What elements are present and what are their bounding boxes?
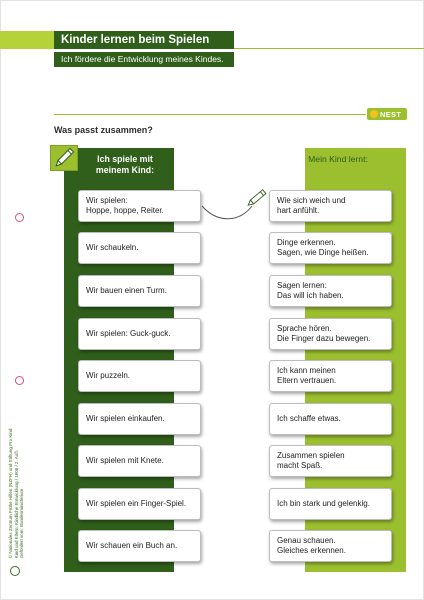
activity-text: Wir spielen ein Finger-Spiel.	[86, 499, 187, 508]
learning-card-6[interactable]: Ich schaffe etwas.	[269, 403, 392, 435]
title-rule	[234, 48, 424, 49]
learning-card-3[interactable]: Sagen lernen: Das will ich haben.	[269, 275, 392, 307]
activity-card-4[interactable]: Wir spielen: Guck-guck.	[78, 318, 201, 350]
side-badge-icon	[10, 566, 20, 576]
nest-logo: NEST	[367, 108, 407, 120]
activity-text: Wir schaukeln.	[86, 243, 139, 252]
learning-text: Zusammen spielen macht Spaß.	[277, 451, 345, 470]
learning-text: Ich schaffe etwas.	[277, 414, 341, 423]
learning-card-4[interactable]: Sprache hören. Die Finger dazu bewegen.	[269, 318, 392, 350]
learning-text: Sprache hören. Die Finger dazu bewegen.	[277, 324, 371, 343]
learning-text: Genau schauen. Gleiches erkennen.	[277, 536, 346, 555]
activity-text: Wir spielen: Hoppe, hoppe, Reiter.	[86, 196, 164, 215]
binder-hole-top	[15, 213, 24, 222]
right-column-heading: Mein Kind lernt:	[308, 154, 368, 164]
learning-text: Sagen lernen: Das will ich haben.	[277, 281, 344, 300]
activity-card-9[interactable]: Wir schauen ein Buch an.	[78, 530, 201, 562]
page-subtitle: Ich fördere die Entwicklung meines Kinde…	[54, 52, 234, 67]
learning-text: Wie sich weich und hart anfühlt.	[277, 196, 346, 215]
activity-text: Wir spielen einkaufen.	[86, 414, 165, 423]
learning-card-1[interactable]: Wie sich weich und hart anfühlt.	[269, 190, 392, 222]
learning-card-5[interactable]: Ich kann meinen Eltern vertrauen.	[269, 360, 392, 392]
activity-text: Wir spielen mit Knete.	[86, 456, 164, 465]
activity-card-8[interactable]: Wir spielen ein Finger-Spiel.	[78, 488, 201, 520]
activity-text: Wir puzzeln.	[86, 371, 131, 380]
learning-card-2[interactable]: Dinge erkennen. Sagen, wie Dinge heißen.	[269, 232, 392, 264]
pencil-icon	[55, 147, 75, 167]
learning-text: Ich bin stark und gelenkig.	[277, 499, 370, 508]
activity-card-3[interactable]: Wir bauen einen Turm.	[78, 275, 201, 307]
activity-card-7[interactable]: Wir spielen mit Knete.	[78, 445, 201, 477]
binder-hole-bottom	[15, 376, 24, 385]
exercise-question: Was passt zusammen?	[54, 125, 153, 135]
title-accent-bar	[0, 31, 54, 49]
page-title: Kinder lernen beim Spielen	[54, 31, 234, 49]
activity-text: Wir schauen ein Buch an.	[86, 541, 178, 550]
activity-card-6[interactable]: Wir spielen einkaufen.	[78, 403, 201, 435]
left-column-heading-text: Ich spiele mit meinem Kind:	[95, 154, 155, 175]
learning-card-9[interactable]: Genau schauen. Gleiches erkennen.	[269, 530, 392, 562]
left-column-heading: Ich spiele mit meinem Kind:	[64, 148, 174, 182]
learning-card-7[interactable]: Zusammen spielen macht Spaß.	[269, 445, 392, 477]
activity-text: Wir spielen: Guck-guck.	[86, 329, 171, 338]
pencil-icon-box	[50, 145, 78, 171]
activity-card-2[interactable]: Wir schaukeln.	[78, 232, 201, 264]
nest-logo-text: NEST	[380, 109, 402, 119]
learning-text: Dinge erkennen. Sagen, wie Dinge heißen.	[277, 238, 369, 257]
activity-text: Wir bauen einen Turm.	[86, 286, 167, 295]
learning-text: Ich kann meinen Eltern vertrauen.	[277, 366, 337, 385]
logo-divider	[54, 114, 366, 115]
connector-pencil-icon	[247, 189, 267, 206]
learning-card-8[interactable]: Ich bin stark und gelenkig.	[269, 488, 392, 520]
nest-logo-icon	[370, 110, 378, 118]
example-connector-line	[201, 189, 267, 220]
side-credit-text: © Nationales Zentrum Frühe Hilfen (NZFH)…	[7, 428, 24, 559]
activity-card-5[interactable]: Wir puzzeln.	[78, 360, 201, 392]
activity-card-1[interactable]: Wir spielen: Hoppe, hoppe, Reiter.	[78, 190, 201, 222]
